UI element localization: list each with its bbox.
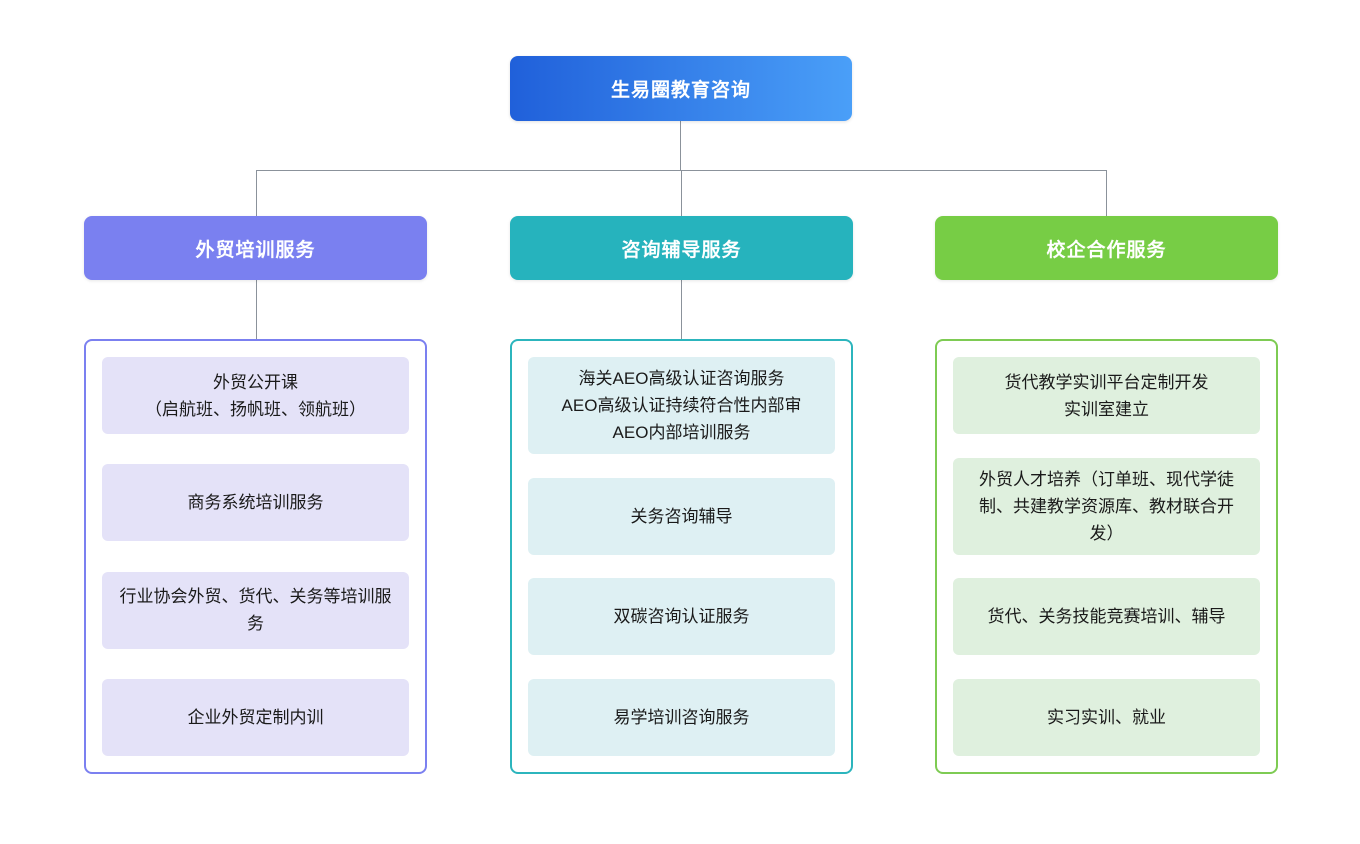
- list-item: 外贸公开课 （启航班、扬帆班、领航班）: [102, 357, 409, 434]
- connector-header-to-list-0: [256, 280, 257, 339]
- list-item: 双碳咨询认证服务: [528, 578, 835, 656]
- connector-root-down: [680, 121, 681, 170]
- branch-list-consulting: 海关AEO高级认证咨询服务 AEO高级认证持续符合性内部审 AEO内部培训服务 …: [510, 339, 853, 774]
- list-item: 商务系统培训服务: [102, 464, 409, 542]
- list-item: 行业协会外贸、货代、关务等培训服务: [102, 571, 409, 649]
- list-item: 货代、关务技能竞赛培训、辅导: [953, 578, 1260, 656]
- list-item: 货代教学实训平台定制开发 实训室建立: [953, 357, 1260, 434]
- list-item: 实习实训、就业: [953, 678, 1260, 756]
- branch-list-school-enterprise: 货代教学实训平台定制开发 实训室建立 外贸人才培养（订单班、现代学徒制、共建教学…: [935, 339, 1278, 774]
- connector-drop-branch-0: [256, 170, 257, 216]
- branch-header-school-enterprise: 校企合作服务: [935, 216, 1278, 280]
- list-item: 企业外贸定制内训: [102, 678, 409, 756]
- list-item: 外贸人才培养（订单班、现代学徒制、共建教学资源库、教材联合开发）: [953, 457, 1260, 555]
- branch-header-consulting: 咨询辅导服务: [510, 216, 853, 280]
- connector-drop-branch-1: [681, 170, 682, 216]
- branch-list-trade-training: 外贸公开课 （启航班、扬帆班、领航班） 商务系统培训服务 行业协会外贸、货代、关…: [84, 339, 427, 774]
- list-item: 关务咨询辅导: [528, 477, 835, 555]
- list-item: 海关AEO高级认证咨询服务 AEO高级认证持续符合性内部审 AEO内部培训服务: [528, 357, 835, 454]
- connector-header-to-list-1: [681, 280, 682, 339]
- list-item: 易学培训咨询服务: [528, 678, 835, 756]
- root-node: 生易圈教育咨询: [510, 56, 852, 121]
- connector-drop-branch-2: [1106, 170, 1107, 216]
- branch-header-trade-training: 外贸培训服务: [84, 216, 427, 280]
